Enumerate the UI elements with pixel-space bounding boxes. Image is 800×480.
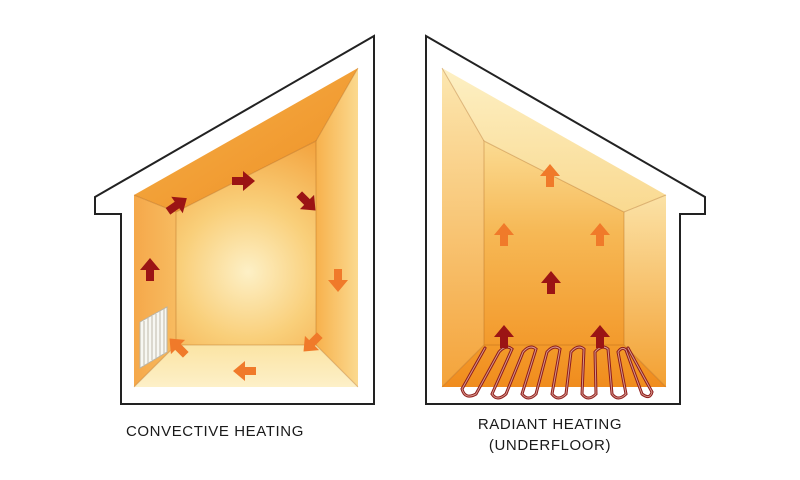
convective-back-wall: [176, 141, 316, 345]
convective-right-wall: [316, 68, 358, 387]
underfloor-pipes: [460, 345, 654, 400]
radiant-heating-caption: RADIANT HEATING (UNDERFLOOR): [440, 414, 660, 456]
convective-room: [133, 67, 359, 388]
convective-heating-caption: CONVECTIVE HEATING: [120, 421, 310, 442]
radiant-right-wall: [624, 195, 666, 387]
radiant-left-wall: [442, 68, 484, 387]
radiant-back-wall: [484, 141, 624, 345]
radiator: [139, 306, 168, 369]
radiant-room: [441, 67, 667, 400]
radiant-ceiling: [442, 68, 666, 212]
convective-heating-label: CONVECTIVE HEATING: [125, 423, 305, 440]
underfloor-label: (UNDERFLOOR): [488, 437, 612, 454]
convective-floor: [134, 345, 358, 387]
radiant-house: [425, 34, 706, 405]
radiant-heating-label: RADIANT HEATING: [477, 416, 623, 433]
convective-ceiling: [134, 68, 358, 212]
convective-house: [94, 34, 375, 405]
